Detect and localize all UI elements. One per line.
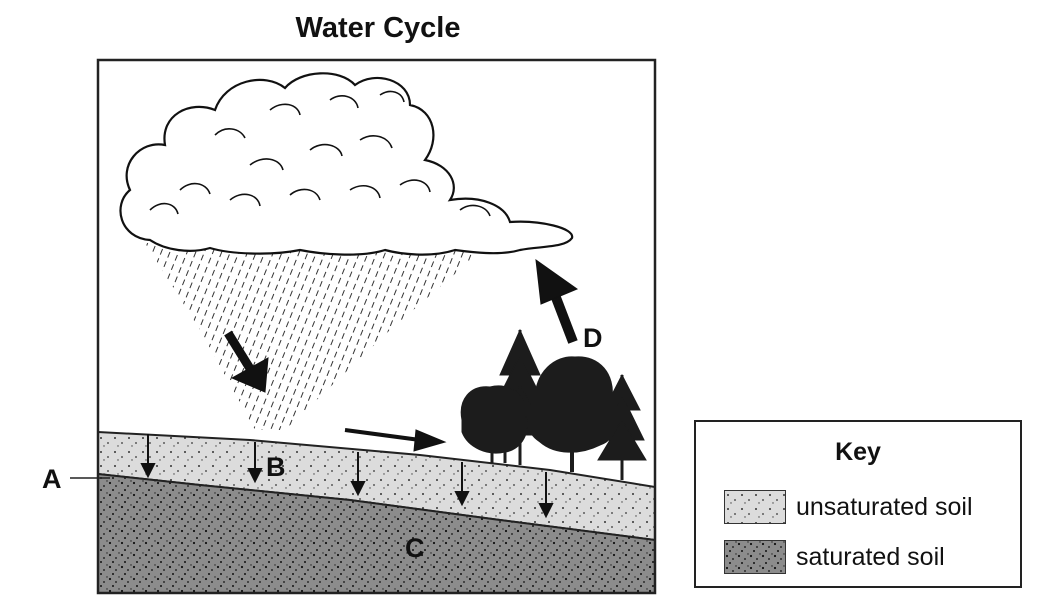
runoff-arrow [344, 428, 447, 452]
saturated-soil-swatch [724, 540, 786, 574]
legend-label: unsaturated soil [796, 492, 973, 521]
infiltration-arrows [140, 434, 554, 519]
label-c: C [405, 533, 425, 563]
unsaturated-soil-swatch [724, 490, 786, 524]
legend-item-unsaturated-soil: unsaturated soil [724, 490, 973, 524]
label-d: D [583, 323, 603, 353]
legend-label: saturated soil [796, 542, 945, 571]
cloud [119, 72, 574, 256]
legend: Key unsaturated soil saturated soil [694, 420, 1022, 588]
saturated-soil-layer [98, 472, 655, 593]
label-b: B [266, 452, 286, 482]
transpiration-arrow [535, 258, 579, 344]
diagram-title: Water Cycle [295, 12, 461, 44]
diagram-frame [96, 58, 657, 595]
rain-shower [140, 235, 500, 430]
trees [460, 328, 647, 480]
legend-title: Key [835, 438, 881, 466]
label-a: A [42, 464, 62, 494]
legend-item-saturated-soil: saturated soil [724, 540, 945, 574]
precipitation-arrow [224, 330, 269, 393]
